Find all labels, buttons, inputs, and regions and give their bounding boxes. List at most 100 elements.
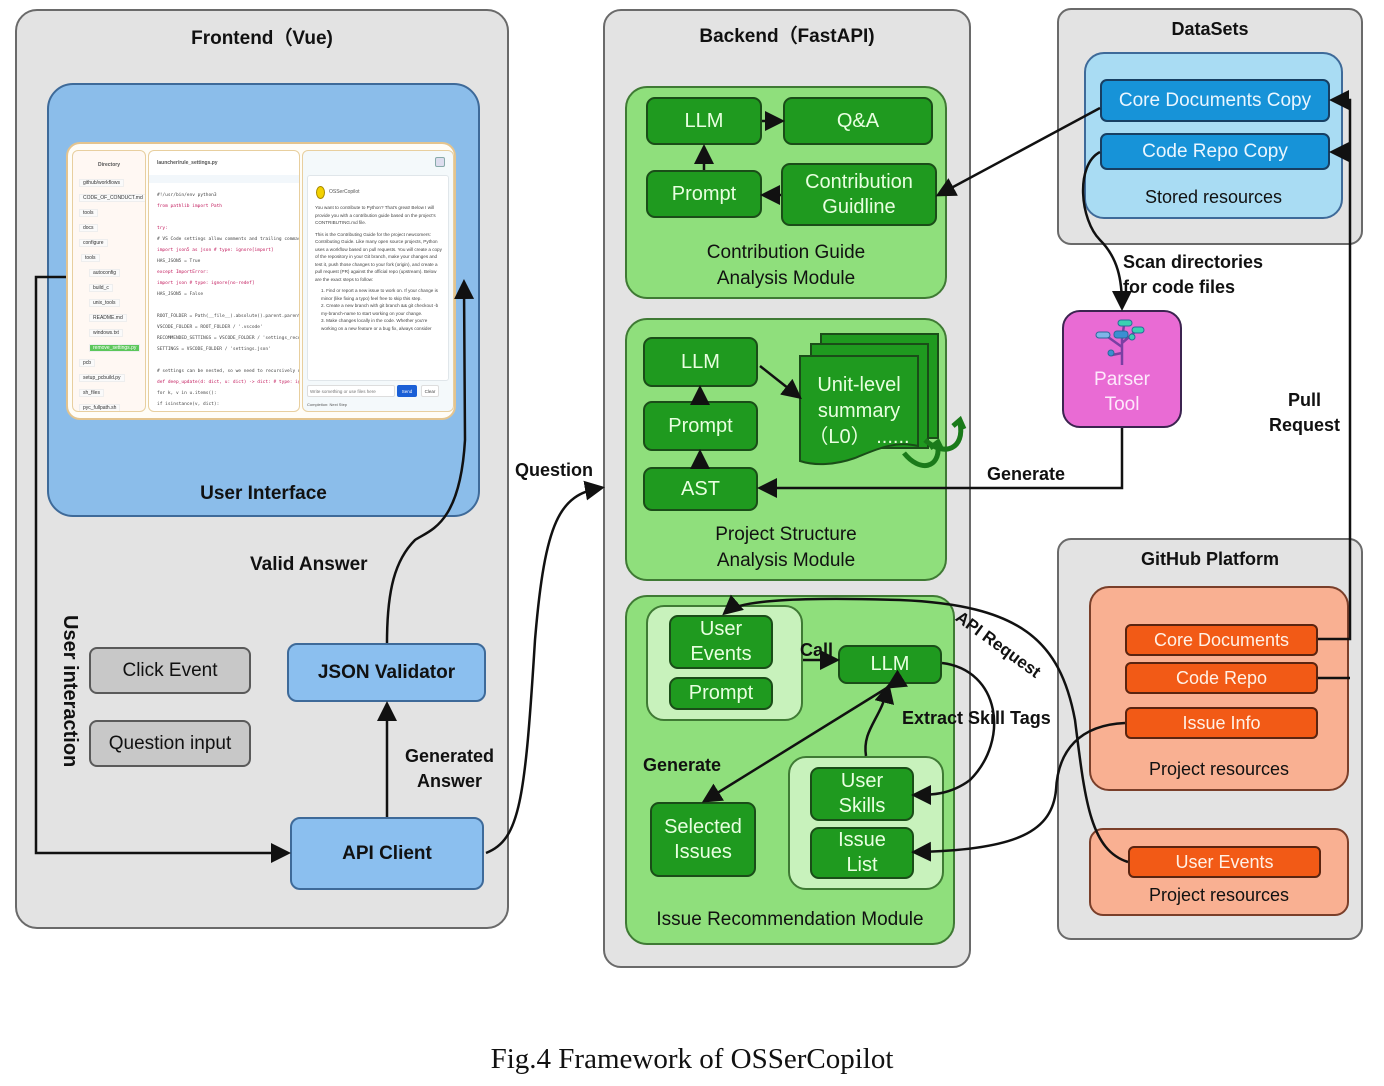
ps-llm-box: LLM — [643, 337, 758, 387]
tree-item[interactable]: setup_pcbuild.py — [79, 374, 125, 382]
github-title: GitHub Platform — [1141, 549, 1279, 569]
project-resources-label-1: Project resources — [1148, 759, 1290, 779]
guideline-line: Contribution — [805, 170, 913, 193]
summary-line: Unit-level — [817, 374, 901, 396]
settings-icon[interactable] — [435, 157, 445, 167]
chat-step: 2. Create a new branch with git branch &… — [321, 303, 439, 316]
tree-item[interactable]: github/workflows — [79, 179, 124, 187]
bot-avatar-icon — [316, 186, 325, 199]
figure-caption: Fig.4 Framework of OSSerCopilot — [490, 1043, 894, 1075]
bot-name: OSSerCopilot — [329, 189, 360, 195]
issue-list-line: Issue — [838, 829, 886, 851]
unit-summary-text: Unit-level summary （L0） ...... — [800, 372, 918, 450]
tree-item[interactable]: pcb — [79, 359, 96, 367]
core-documents-copy-box: Core Documents Copy — [1100, 79, 1330, 122]
code-line: from pathlib import Path — [157, 204, 223, 209]
tree-item[interactable]: unix_tools — [89, 299, 120, 307]
code-line: except ImportError: — [157, 270, 209, 275]
issue-list-line: List — [846, 854, 878, 876]
chat-pane: OSSerCopilot You want to contribute to P… — [302, 150, 454, 412]
code-pane: launcher/rule_settings.py #!/usr/bin/env… — [148, 150, 300, 412]
code-line: def deep_update(d: dict, u: dict) -> dic… — [157, 380, 300, 385]
pull-request-line: Request — [1269, 415, 1341, 435]
tree-item[interactable]: docs — [79, 224, 98, 232]
tree-item[interactable]: pyc_fullpath.sh — [79, 404, 121, 411]
user-events-box: User Events — [1128, 846, 1321, 878]
contribution-module-label: Contribution Guide Analysis Module — [627, 240, 945, 292]
json-validator-box: JSON Validator — [287, 643, 486, 702]
parser-line: Tool — [1104, 394, 1140, 415]
generated-answer-line: Generated — [405, 746, 495, 766]
pull-request-label: Pull Request — [1269, 388, 1340, 438]
parser-line: Parser — [1094, 369, 1150, 390]
chat-paragraph: This is the Contributing Guide for the p… — [315, 231, 442, 282]
code-line: HAS_JSON5 = True — [157, 259, 201, 264]
question-input-box: Question input — [89, 720, 251, 767]
call-label: Call — [800, 640, 834, 660]
module-label-line: Contribution Guide — [706, 242, 866, 263]
tree-item[interactable]: configure — [79, 239, 108, 247]
user-interface-label: User Interface — [200, 483, 327, 504]
code-line: # settings can be nested, so we need to … — [157, 369, 300, 374]
code-line: #!/usr/bin/env python3 — [157, 193, 217, 198]
issue-info-box: Issue Info — [1125, 707, 1318, 739]
parser-tool-box: Parser Tool — [1062, 310, 1182, 428]
backend-title: Backend（FastAPI) — [699, 26, 875, 47]
ir-issue-list-box: Issue List — [810, 827, 914, 879]
datasets-title: DataSets — [1171, 19, 1249, 39]
question-label: Question — [515, 460, 594, 480]
tree-item[interactable]: build_c — [89, 284, 113, 292]
clear-button[interactable]: Clear — [421, 385, 439, 397]
code-line: SETTINGS = VSCODE_FOLDER / 'settings.jso… — [157, 347, 271, 352]
tree-item[interactable]: remove_settings.py — [89, 344, 141, 352]
ir-user-skills-box: User Skills — [810, 767, 914, 821]
selected-issues-line: Selected — [664, 815, 742, 838]
tree-item[interactable]: tools — [81, 254, 100, 262]
send-button[interactable]: Send — [397, 385, 417, 397]
code-line: import json # type: ignore[no-redef] — [157, 281, 255, 286]
tree-item[interactable]: README.md — [89, 314, 127, 322]
chat-input[interactable] — [307, 385, 395, 397]
chat-step: 3. Make changes locally in the code. Whe… — [321, 318, 432, 331]
tree-item[interactable]: windows.txt — [89, 329, 123, 337]
tree-item[interactable]: autoconfig — [89, 269, 121, 277]
scan-directories-label: Scan directories for code files — [1123, 250, 1263, 300]
pull-request-line: Pull — [1288, 390, 1322, 410]
module-label-line: Analysis Module — [716, 550, 856, 571]
valid-answer-label: Valid Answer — [250, 554, 368, 575]
core-documents-box: Core Documents — [1125, 624, 1318, 656]
guideline-line: Guidline — [822, 195, 896, 218]
extract-skill-tags-label: Extract Skill Tags — [902, 708, 1051, 728]
summary-line: summary — [817, 400, 901, 422]
code-line: # VS Code settings allow comments and tr… — [157, 237, 300, 242]
cg-prompt-box: Prompt — [646, 170, 762, 218]
code-line: HAS_JSON5 = False — [157, 292, 204, 297]
code-line: RECOMMENDED_SETTINGS = VSCODE_FOLDER / '… — [157, 336, 299, 341]
tree-item[interactable]: sh_files — [79, 389, 104, 397]
code-line: if isinstance(v, dict): — [157, 402, 220, 407]
summary-line: （L0） ...... — [808, 426, 910, 448]
code-line: import json5 as json # type: ignore[impo… — [157, 248, 274, 253]
cg-llm-box: LLM — [646, 97, 762, 145]
stored-resources-label: Stored resources — [1144, 187, 1283, 207]
directory-title: Directory — [98, 162, 120, 168]
click-event-box: Click Event — [89, 647, 251, 694]
file-title: launcher/rule_settings.py — [157, 160, 218, 166]
chat-card: OSSerCopilot You want to contribute to P… — [307, 175, 449, 381]
code-line: for k, v in u.items(): — [157, 391, 217, 396]
tree-sitter-icon — [1095, 319, 1145, 365]
user-skills-line: Skills — [838, 795, 886, 817]
module-label-line: Project Structure — [715, 524, 857, 545]
code-line: VSCODE_FOLDER = ROOT_FOLDER / '.vscode' — [157, 325, 263, 330]
structure-module-label: Project Structure Analysis Module — [627, 522, 945, 574]
user-skills-line: User — [840, 770, 884, 792]
project-resources-label-2: Project resources — [1148, 885, 1290, 905]
code-header-bar — [149, 175, 299, 183]
user-interaction-label: User interaction — [59, 615, 81, 768]
user-events-line: Events — [690, 643, 752, 665]
tree-item[interactable]: CODE_OF_CONDUCT.md — [79, 194, 145, 202]
tree-item[interactable]: tools — [79, 209, 98, 217]
code-line: ROOT_FOLDER = Path(__file__).absolute().… — [157, 314, 300, 319]
generated-answer-label: Generated Answer — [405, 744, 494, 794]
